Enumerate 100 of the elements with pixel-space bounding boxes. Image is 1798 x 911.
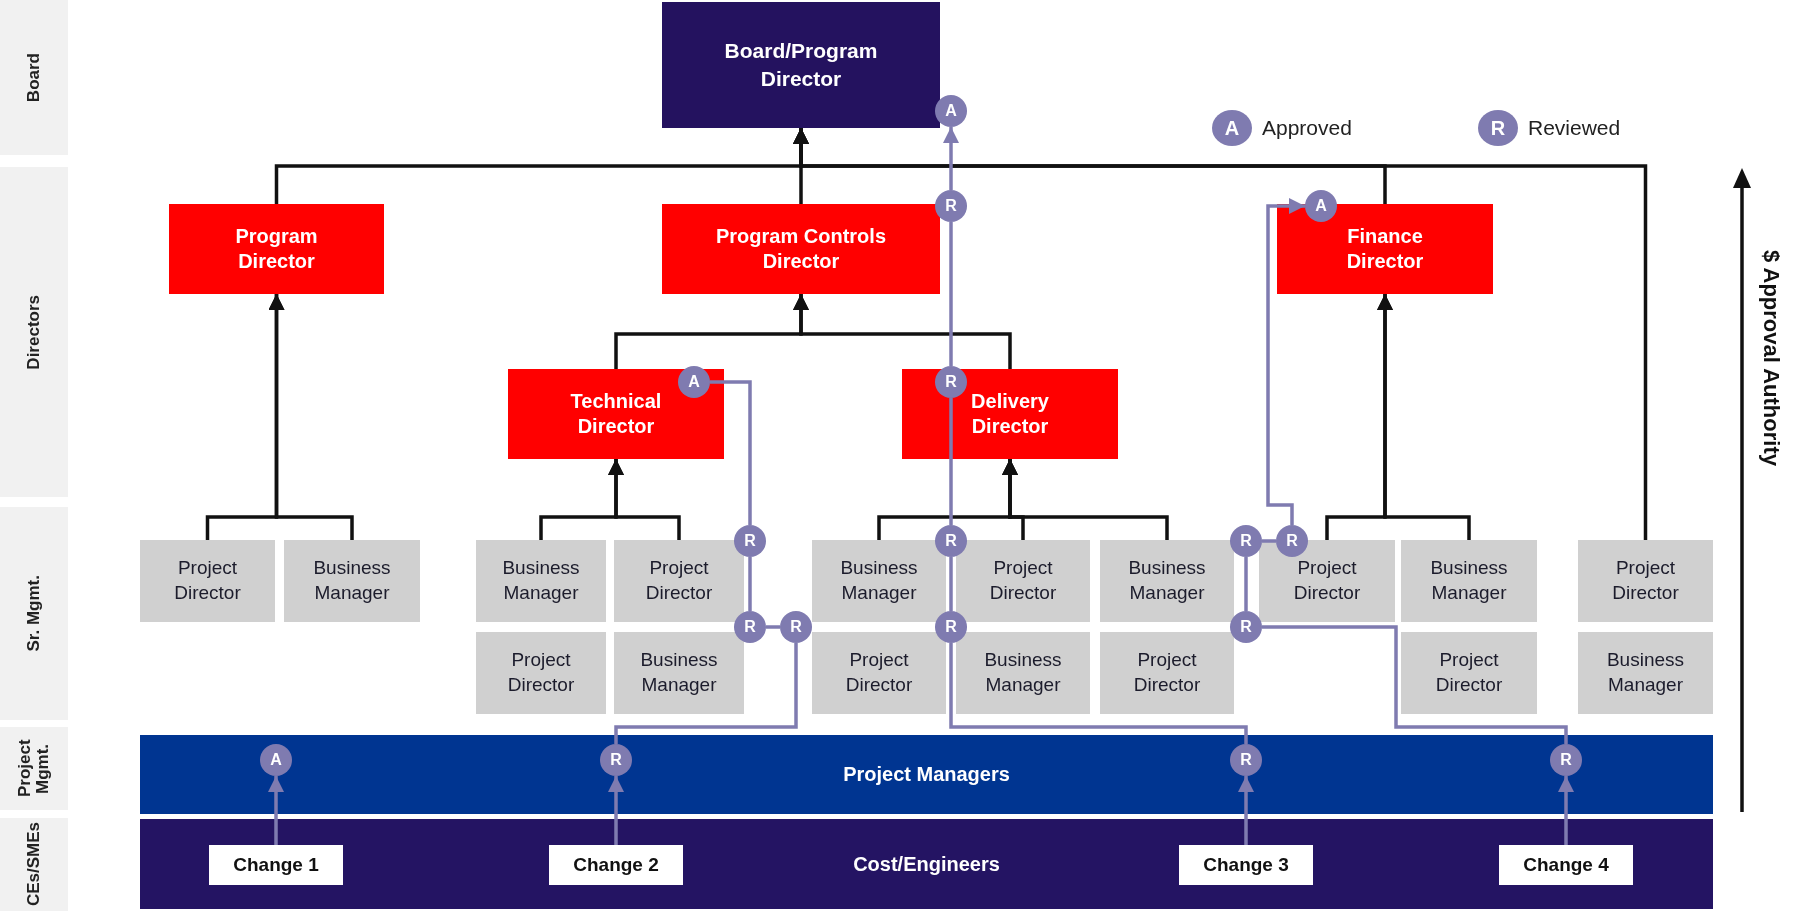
change-label: Change 4	[1523, 854, 1609, 876]
arrow	[1558, 776, 1574, 845]
badge-letter: R	[790, 618, 802, 636]
role-box	[812, 632, 946, 714]
badge-letter: R	[945, 618, 957, 636]
box-label: Board/Program Director	[723, 37, 879, 92]
box-label: Project Director	[988, 556, 1058, 605]
badge-letter: A	[1315, 197, 1327, 215]
arrow	[608, 459, 681, 540]
change-box	[1499, 845, 1633, 885]
connector-line	[1244, 557, 1248, 611]
status-badge	[734, 525, 766, 557]
status-badge	[260, 744, 292, 776]
badge-letter: R	[1240, 751, 1252, 769]
status-badge	[935, 190, 967, 222]
status-badge	[935, 366, 967, 398]
director-box	[902, 369, 1118, 459]
connector-line	[614, 643, 798, 744]
role-box	[476, 540, 606, 622]
status-badge	[935, 525, 967, 557]
arrow	[1238, 776, 1254, 845]
badge-letter: R	[1240, 532, 1252, 550]
arrow	[268, 294, 354, 540]
row-label: Board	[25, 52, 43, 103]
role-box	[956, 540, 1090, 622]
box-label: Project Director	[1611, 556, 1680, 605]
box-label: Business Manager	[839, 556, 919, 605]
badge-letter: R	[744, 532, 756, 550]
box-label: Project Director	[173, 556, 242, 605]
axis-label: $ Approval Authority	[1758, 250, 1784, 466]
connector-line	[748, 557, 752, 611]
change-box	[209, 845, 343, 885]
legend-letter: R	[1490, 116, 1506, 140]
badge-letter: R	[610, 751, 622, 769]
status-badge	[600, 744, 632, 776]
change-box	[1179, 845, 1313, 885]
role-box	[1401, 540, 1537, 622]
change-label: Change 2	[573, 854, 659, 876]
row-label: CEs/SMEs	[25, 822, 43, 907]
status-badge	[734, 611, 766, 643]
box-label: Business Manager	[1429, 556, 1509, 605]
status-badge	[780, 611, 812, 643]
arrow	[268, 776, 284, 845]
box-label: Technical Director	[569, 389, 663, 439]
box-label: Business Manager	[639, 648, 719, 697]
status-badge	[1305, 190, 1337, 222]
box-label: Program Director	[234, 224, 319, 274]
status-badge	[1230, 744, 1262, 776]
role-box	[956, 632, 1090, 714]
role-box	[614, 540, 744, 622]
arrow	[1266, 198, 1305, 525]
box-label: Business Manager	[1605, 648, 1686, 697]
box-label: Project Director	[506, 648, 576, 697]
box-label: Project Director	[644, 556, 714, 605]
box-label: Project Director	[1132, 648, 1202, 697]
connector-line	[949, 222, 953, 366]
row-label: Directors	[25, 294, 43, 370]
legend-text: Reviewed	[1528, 116, 1621, 140]
band-label: Cost/Engineers	[853, 852, 1000, 876]
connector-line	[710, 380, 752, 525]
connector-line	[766, 625, 780, 629]
role-box	[140, 540, 275, 622]
arrow	[793, 294, 1012, 369]
director-box	[169, 204, 384, 294]
box-label: Business Manager	[983, 648, 1063, 697]
row-label: Sr. Mgmt.	[25, 575, 43, 652]
box-label: Business Manager	[312, 556, 392, 605]
role-box	[1401, 632, 1537, 714]
connector-line	[1262, 539, 1276, 543]
row-label: Project Mgmt.	[16, 738, 52, 800]
box-label: Business Manager	[1127, 556, 1207, 605]
executive-box	[662, 2, 940, 128]
status-badge	[1276, 525, 1308, 557]
role-box	[812, 540, 946, 622]
arrow	[1002, 459, 1169, 540]
role-box	[1578, 632, 1713, 714]
director-box	[662, 204, 940, 294]
connector-line	[949, 398, 953, 525]
status-badge	[1230, 525, 1262, 557]
badge-letter: A	[945, 102, 957, 120]
change-box	[549, 845, 683, 885]
arrow	[608, 776, 624, 845]
band-label: Project Managers	[843, 763, 1010, 786]
status-badge	[1550, 744, 1582, 776]
connector-line	[1262, 625, 1568, 744]
badge-letter: R	[945, 197, 957, 215]
box-label: Project Director	[1292, 556, 1362, 605]
badge-letter: R	[744, 618, 756, 636]
arrow	[943, 127, 959, 190]
change-label: Change 3	[1203, 854, 1289, 876]
role-box	[1100, 540, 1234, 622]
badge-letter: R	[945, 532, 957, 550]
box-label: Program Controls Director	[715, 224, 887, 274]
arrow	[1377, 294, 1471, 540]
team-band	[140, 735, 1713, 814]
role-box	[1578, 540, 1713, 622]
badge-letter: R	[1560, 751, 1572, 769]
box-label: Finance Director	[1345, 224, 1425, 274]
role-box	[1100, 632, 1234, 714]
status-badge	[678, 366, 710, 398]
